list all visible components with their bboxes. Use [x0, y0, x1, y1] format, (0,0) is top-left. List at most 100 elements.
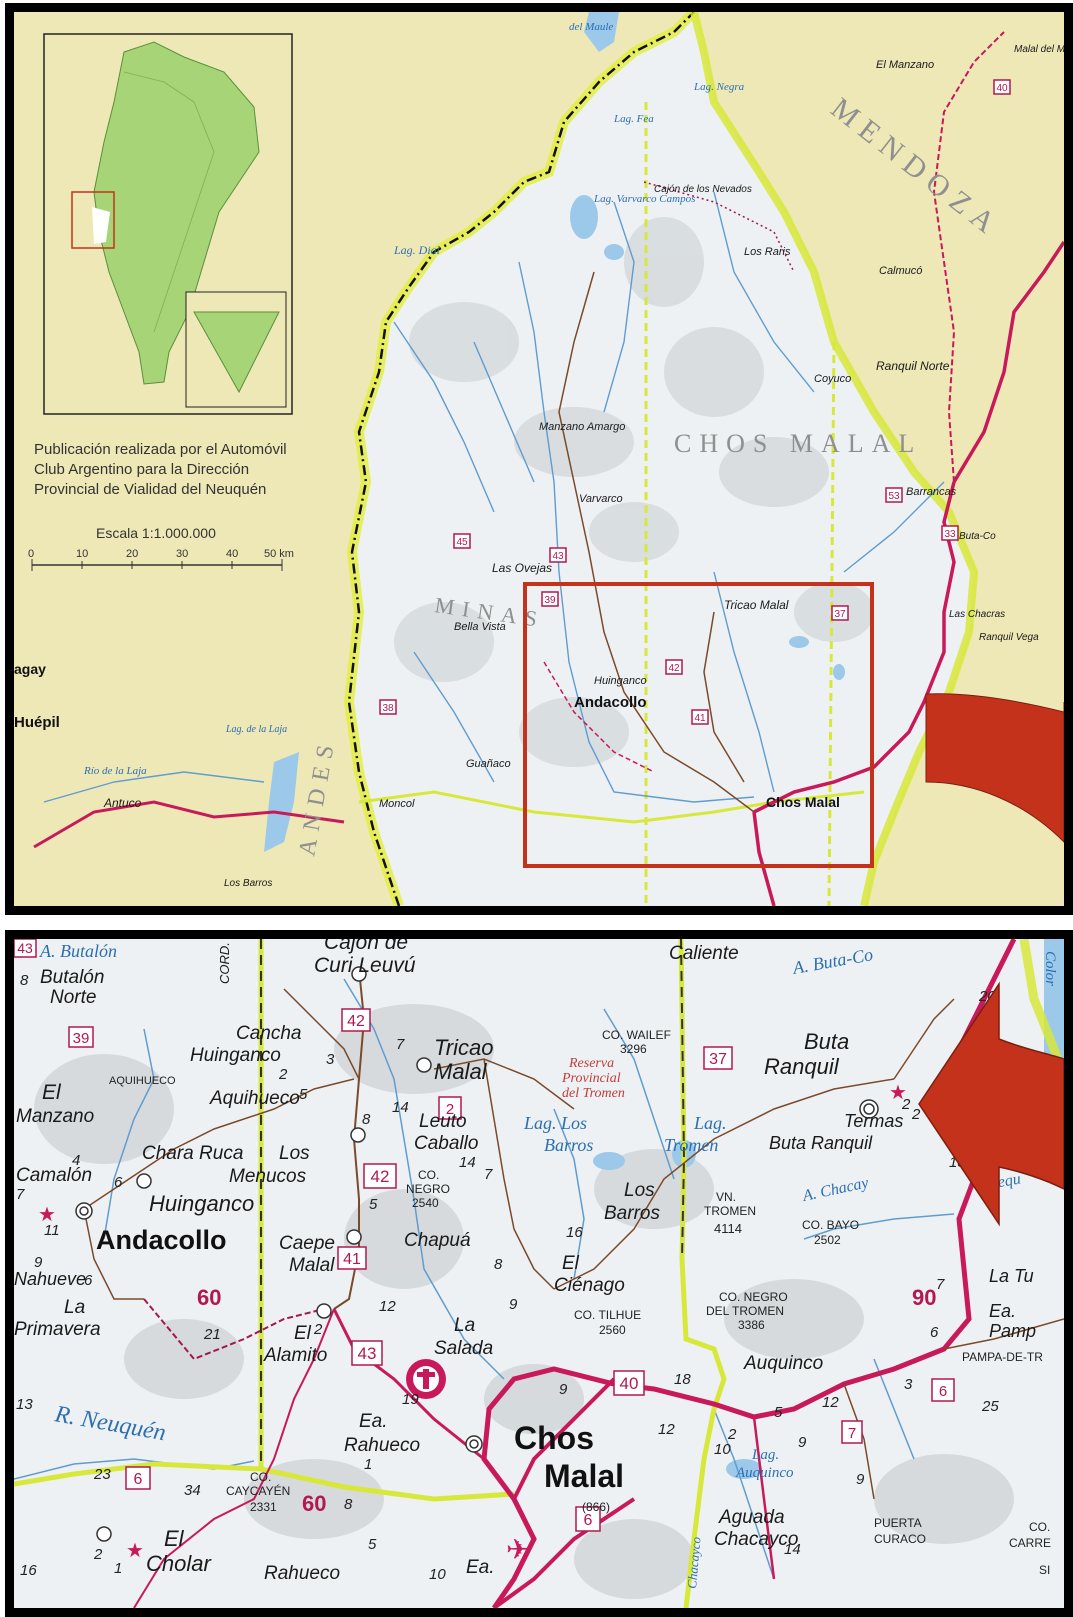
lake-label: Tromen: [664, 1135, 718, 1155]
lake-label: Lag. Los: [523, 1113, 587, 1133]
svg-text:1: 1: [364, 1456, 372, 1473]
place-label: Ciénago: [554, 1275, 625, 1296]
place-label: Barros: [604, 1203, 660, 1224]
place-label: Tricao Malal: [724, 598, 789, 612]
place-label: Chara Ruca: [142, 1143, 243, 1164]
department-label-mendoza: MENDOZA: [825, 92, 1008, 245]
rivers: [43, 191, 945, 803]
route-shield: 2: [438, 1096, 462, 1120]
route-shield: 37: [831, 605, 849, 621]
hospital-icon: [406, 1359, 446, 1399]
svg-text:16: 16: [20, 1562, 37, 1579]
department-border: [14, 1461, 515, 1502]
place-label: La: [64, 1297, 85, 1318]
detail-route-shields: 43 39 42 37 2 42 41 43 40 7 6 6 6: [14, 939, 955, 1532]
overview-map: Publicación realizada por el Automóvil C…: [5, 3, 1073, 915]
place-label: Cajón de: [324, 939, 408, 954]
publication-line-2: Club Argentino para la Dirección: [34, 461, 249, 478]
place-label: Rahueco: [264, 1563, 340, 1584]
route-number: 60: [197, 1285, 221, 1310]
place-label: CO.: [1029, 1520, 1050, 1534]
place-label: SI: [1039, 1563, 1050, 1577]
pointer-arrow: [925, 693, 1064, 843]
peak-label: 2560: [599, 1323, 626, 1337]
place-label: Bella Vista: [454, 621, 506, 633]
svg-text:43: 43: [358, 1344, 377, 1363]
peak-label: TROMEN: [704, 1204, 756, 1218]
lake-label: del Maule: [569, 21, 613, 33]
lake-label: Lag. Negra: [693, 81, 745, 93]
neuquen-north-land: [349, 12, 974, 906]
star-icon: ★: [889, 1082, 907, 1104]
star-icon: ★: [126, 1540, 144, 1562]
lake-label: Lag. Dial: [393, 243, 441, 257]
place-label: Alamito: [263, 1345, 327, 1366]
river-label: Río de la Laja: [83, 765, 147, 777]
scale-tick: 10: [76, 548, 88, 560]
airport-icon: ✈: [506, 1534, 529, 1565]
svg-text:9: 9: [509, 1296, 518, 1313]
peak-label: 2502: [814, 1233, 841, 1247]
svg-text:13: 13: [16, 1396, 33, 1413]
svg-text:42: 42: [347, 1013, 365, 1030]
place-label: Huinganco: [594, 675, 647, 687]
place-label: Salada: [434, 1338, 493, 1359]
svg-text:2: 2: [93, 1546, 103, 1563]
place-label: Calmucó: [879, 265, 922, 277]
peak-label: AQUIHUECO: [109, 1075, 176, 1087]
svg-text:18: 18: [674, 1371, 691, 1388]
svg-text:34: 34: [184, 1482, 201, 1499]
peak-label: CO.: [250, 1470, 271, 1484]
department-label-andes: ANDES: [294, 735, 340, 858]
svg-text:8: 8: [362, 1111, 371, 1128]
svg-text:3: 3: [326, 1051, 335, 1068]
svg-text:2: 2: [911, 1106, 921, 1123]
place-label: Cajón de los Nevados: [654, 184, 752, 195]
route-number: 90: [912, 1285, 936, 1310]
place-label: Varvarco: [579, 493, 623, 505]
svg-text:33: 33: [944, 529, 956, 540]
svg-text:2: 2: [278, 1066, 288, 1083]
lakes: [264, 12, 845, 852]
place-label: La: [454, 1315, 475, 1336]
place-label: CARRE: [1009, 1536, 1051, 1550]
roads: [83, 939, 1064, 1608]
place-label: Chapuá: [404, 1230, 471, 1251]
peak-label: 3296: [620, 1042, 647, 1056]
peak-label: CO.: [418, 1168, 439, 1182]
place-label: Leuto: [419, 1111, 467, 1132]
svg-text:8: 8: [20, 972, 29, 989]
svg-text:6: 6: [939, 1383, 947, 1400]
department-label-chos-malal: CHOS MALAL: [674, 429, 922, 458]
department-border: [827, 341, 836, 906]
svg-text:5: 5: [774, 1404, 783, 1421]
place-label: Buta: [804, 1029, 849, 1054]
svg-text:9: 9: [798, 1434, 807, 1451]
peak-label: CO. NEGRO: [719, 1290, 788, 1304]
place-label: PUERTA: [874, 1516, 922, 1530]
svg-text:7: 7: [484, 1166, 493, 1183]
place-label: El: [42, 1081, 62, 1104]
svg-text:3: 3: [904, 1376, 913, 1393]
route-shield: 7: [841, 1420, 863, 1444]
route-shield: 41: [337, 1246, 367, 1270]
place-label: Termas: [844, 1111, 903, 1131]
route-shield: 40: [993, 79, 1011, 95]
star-markers: ★ ★ ★: [38, 1082, 907, 1562]
place-label: Caballo: [414, 1133, 478, 1154]
place-label: Camalón: [16, 1165, 92, 1186]
place-label: Los: [279, 1143, 310, 1164]
place-label: Huinganco: [190, 1045, 281, 1066]
svg-text:23: 23: [93, 1466, 111, 1483]
peak-label: 3386: [738, 1318, 765, 1332]
place-label: Tricao: [434, 1035, 494, 1060]
svg-text:37: 37: [709, 1051, 727, 1068]
place-label: Las Chacras: [949, 609, 1005, 620]
scale-tick: 0: [28, 548, 34, 560]
place-label: Nahueve: [14, 1269, 86, 1289]
place-label: Ranquil Vega: [979, 632, 1039, 643]
svg-text:5: 5: [368, 1536, 377, 1553]
svg-text:10: 10: [714, 1441, 731, 1458]
place-label: Caliente: [669, 943, 739, 964]
svg-text:43: 43: [17, 940, 33, 956]
